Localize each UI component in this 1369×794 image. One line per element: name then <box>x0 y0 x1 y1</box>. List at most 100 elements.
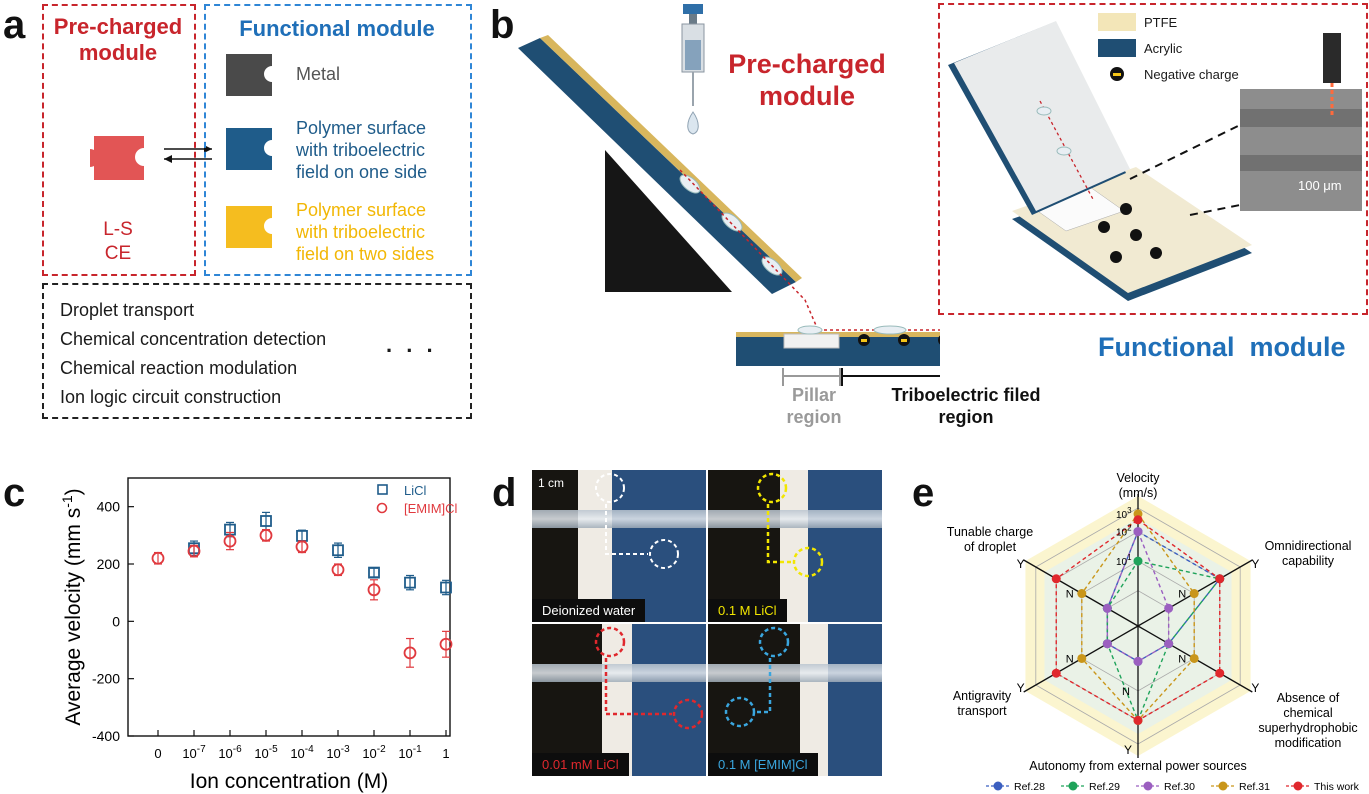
x-tick-label: 10-6 <box>218 744 242 761</box>
legend-marker <box>1068 781 1078 791</box>
functional-item-line: with triboelectric <box>296 140 426 160</box>
panel-label-e: e <box>912 471 935 515</box>
b-functional-label: Functional module <box>1098 332 1346 362</box>
radar-point <box>1215 668 1225 678</box>
radar-point <box>1133 715 1143 725</box>
panel-label-b: b <box>490 3 515 47</box>
panel-label-c: c <box>3 471 26 515</box>
radar-axis-title: Omnidirectional <box>1265 539 1352 553</box>
y-tick-label: -400 <box>92 728 120 744</box>
y-tick-label: 200 <box>97 556 121 572</box>
legend-marker <box>1143 781 1153 791</box>
application-item: Ion logic circuit construction <box>60 387 282 407</box>
legend-marker <box>1218 781 1228 791</box>
radar-axis-title: modification <box>1275 736 1342 750</box>
data-point-emimcl <box>187 544 201 558</box>
radar-point <box>1102 603 1112 613</box>
radar-point <box>1051 668 1061 678</box>
photo-0-1m-emimcl: 0.1 M [EMIM]Cl <box>708 624 882 776</box>
legend-label: LiCl <box>404 483 427 498</box>
x-tick-label: 10-2 <box>362 744 386 761</box>
legend-acrylic: Acrylic <box>1144 41 1183 56</box>
radar-axis-title: Absence of <box>1277 691 1340 705</box>
x-tick-label: 1 <box>442 746 449 761</box>
caption-deionized-water: Deionized water <box>532 599 646 622</box>
functional-item-line: Metal <box>296 64 341 84</box>
legend-label: Ref.28 <box>1014 781 1045 793</box>
radar-axis-title: Antigravity <box>953 689 1012 703</box>
radar-point <box>1102 639 1112 649</box>
radar-yes-label: Y <box>1251 681 1259 695</box>
legend-label: Ref.30 <box>1164 781 1195 793</box>
radar-point <box>1215 574 1225 584</box>
functional-module-box <box>204 4 472 276</box>
radar-point <box>1051 574 1061 584</box>
panel-label-a: a <box>3 3 26 47</box>
ring-label: 103 <box>1116 506 1132 521</box>
radar-no-label: N <box>1066 589 1074 601</box>
legend-negative-charge: Negative charge <box>1144 67 1239 82</box>
radar-axis-title: Tunable charge <box>947 525 1033 539</box>
y-tick-label: 0 <box>112 613 120 629</box>
data-point-emimcl <box>367 583 381 597</box>
photo-0-1m-licl: 0.1 M LiCl <box>708 470 882 622</box>
sem-scale-label: 100 μm <box>1298 178 1342 193</box>
b-inset-box <box>938 3 1368 315</box>
legend-marker <box>993 781 1003 791</box>
caption-0-1m-licl: 0.1 M LiCl <box>708 599 787 622</box>
ring-label: 101 <box>1116 553 1132 568</box>
syringe-icon <box>681 4 705 135</box>
applications-box <box>42 283 472 419</box>
metal-puzzle-piece <box>226 54 272 96</box>
radar-axis-title: Autonomy from external power sources <box>1029 759 1246 773</box>
radar-axis-title: capability <box>1282 554 1335 568</box>
radar-yes-label: Y <box>1251 557 1259 571</box>
caption-0-1m-emimcl: 0.1 M [EMIM]Cl <box>708 753 818 776</box>
application-item: Droplet transport <box>60 300 195 320</box>
radar-no-label: N <box>1178 653 1186 665</box>
radar-point <box>1164 603 1174 613</box>
radar-chart: 101102103YNYNYNYNYNVelocity(mm/s)Omnidir… <box>947 471 1360 793</box>
b-inset-illustration <box>948 13 1362 301</box>
radar-point <box>1077 653 1087 663</box>
radar-point <box>1133 656 1143 666</box>
radar-axis-title: of droplet <box>964 540 1017 554</box>
data-point-licl <box>332 544 344 557</box>
functional-item-line: with triboelectric <box>296 222 426 242</box>
functional-item-line: field on one side <box>296 162 428 182</box>
panel-b-illustration <box>518 4 940 386</box>
x-tick-label: 0 <box>154 746 161 761</box>
x-tick-label: 10-3 <box>326 744 350 761</box>
data-point-emimcl <box>439 637 453 651</box>
functional-title: Functional module <box>239 16 435 41</box>
radar-point <box>1077 589 1087 599</box>
red-puzzle-piece <box>90 136 144 180</box>
functional-item-line: field on two sides <box>296 244 435 264</box>
data-point-emimcl <box>331 563 345 577</box>
legend-marker <box>1293 781 1303 791</box>
caption-0-01mm-licl: 0.01 mM LiCl <box>532 753 629 776</box>
y-axis-label: Average velocity (mm s-1) <box>59 488 85 725</box>
legend-label: Ref.31 <box>1239 781 1270 793</box>
radar-yes-label: Y <box>1017 681 1025 695</box>
polymer-two-sides-puzzle-piece <box>226 206 272 248</box>
data-point-licl <box>368 566 380 579</box>
data-point-emimcl <box>403 646 417 660</box>
precharged-module-box <box>42 4 196 276</box>
x-axis-label: Ion concentration (M) <box>190 770 388 793</box>
radar-no-label: N <box>1178 589 1186 601</box>
data-point-emimcl <box>151 551 165 565</box>
applications-ellipsis: . . . <box>386 332 437 357</box>
y-tick-label: -200 <box>92 671 120 687</box>
radar-axis-title: superhydrophobic <box>1258 721 1357 735</box>
data-point-licl <box>440 581 452 594</box>
scale-1cm: 1 cm <box>538 476 565 490</box>
data-point-licl <box>260 515 272 527</box>
